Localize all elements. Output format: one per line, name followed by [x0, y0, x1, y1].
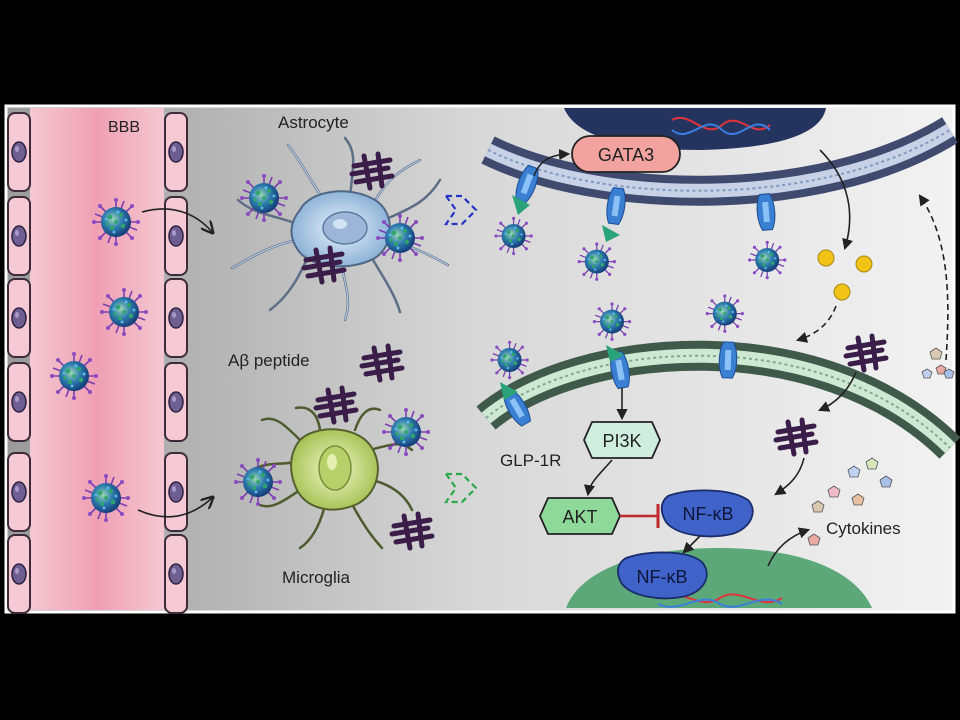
cytokines-upper	[921, 347, 955, 379]
arrow-to-microglia	[137, 498, 212, 518]
nfkb-cytoplasm-label: NF-κB	[683, 504, 734, 524]
arrow-to-astrocyte	[141, 208, 212, 232]
label-bbb: BBB	[108, 119, 140, 136]
nfkb-nuclear-node: NF-κB	[617, 551, 708, 600]
upper-cell-membrane	[481, 117, 958, 206]
endothelial-cells-left	[7, 112, 31, 614]
akt-label: AKT	[562, 507, 597, 527]
inhibition-akt-nfkb	[620, 504, 660, 528]
gata3-node: GATA3	[571, 135, 681, 173]
label-abeta-peptide: Aβ peptide	[228, 351, 310, 370]
lower-cell-membrane	[476, 340, 960, 459]
pi3k-label: PI3K	[602, 431, 641, 451]
dashed-arrow-factors	[795, 305, 837, 343]
arrow-nucleus-to-cytokines	[767, 527, 811, 567]
pi3k-node: PI3K	[583, 421, 661, 459]
gata3-label: GATA3	[598, 145, 654, 165]
arrow-nfkb-to-nucleus	[682, 535, 701, 554]
arrow-pi3k-to-akt	[583, 459, 613, 497]
arrow-receptor-to-gata3	[533, 148, 571, 177]
arrow-abeta-to-nfkb	[774, 457, 805, 496]
akt-node: AKT	[539, 497, 621, 535]
microglia-cell: Microglia	[250, 406, 414, 587]
dashed-arrow-astrocyte	[443, 194, 478, 226]
arrow-nucleus-down	[819, 149, 853, 251]
label-astrocyte: Astrocyte	[278, 113, 349, 132]
label-microglia: Microglia	[282, 568, 351, 587]
upper-receptor-ligands	[493, 195, 788, 282]
secreted-factors	[817, 249, 873, 301]
label-glp1r: GLP-1R	[500, 451, 561, 470]
lower-receptor-ligands	[489, 293, 745, 400]
dashed-arrow-return	[918, 194, 949, 361]
endothelial-cells-right	[164, 112, 188, 614]
nfkb-cytoplasm-node: NF-κB	[660, 489, 754, 538]
nfkb-nuclear-label: NF-κB	[637, 567, 688, 587]
blood-brain-barrier: BBB	[7, 108, 188, 614]
cytokines-lower: Cytokines	[807, 457, 901, 546]
label-cytokines: Cytokines	[826, 519, 901, 538]
dashed-arrow-microglia	[443, 472, 478, 504]
arrow-abeta-down	[817, 371, 857, 412]
